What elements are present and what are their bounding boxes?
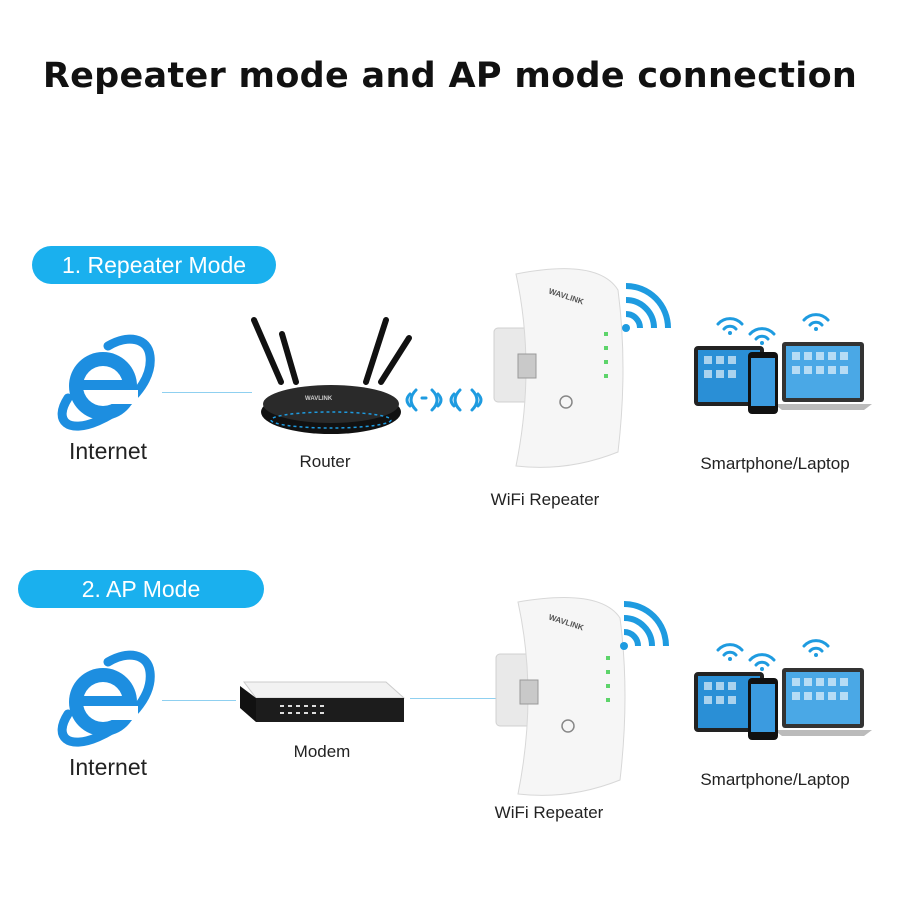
- router-label: Router: [299, 452, 351, 471]
- wifi-repeater-label: WiFi Repeater: [494, 803, 604, 822]
- internet-explorer-icon: [57, 650, 155, 747]
- connection-line: [162, 392, 252, 393]
- wifi-signal-icon: [405, 388, 483, 412]
- internet-explorer-icon: [57, 334, 155, 431]
- wifi-signal-icon: [622, 283, 671, 332]
- laptop-icon: [694, 313, 872, 414]
- wifi-repeater-icon: [495, 597, 626, 796]
- repeater-mode-heading: 1. Repeater Mode: [32, 246, 276, 284]
- laptop-icon: [694, 639, 872, 740]
- ap-mode-heading: 2. AP Mode: [18, 570, 264, 608]
- wifi-repeater-icon: [493, 268, 624, 468]
- client-devices-label: Smartphone/Laptop: [700, 770, 850, 789]
- connection-line: [410, 698, 498, 699]
- page-title: Repeater mode and AP mode connection: [42, 56, 858, 96]
- wifi-signal-icon: [620, 601, 669, 650]
- modem-icon: [240, 681, 406, 722]
- internet-label: Internet: [69, 754, 147, 780]
- modem-label: Modem: [293, 742, 351, 761]
- wifi-repeater-label: WiFi Repeater: [490, 490, 600, 509]
- internet-label: Internet: [69, 438, 147, 464]
- wifi-router-icon: [251, 317, 412, 434]
- connection-line: [162, 700, 236, 701]
- router-brand: WAVLINK: [305, 396, 333, 402]
- client-devices-label: Smartphone/Laptop: [700, 454, 850, 473]
